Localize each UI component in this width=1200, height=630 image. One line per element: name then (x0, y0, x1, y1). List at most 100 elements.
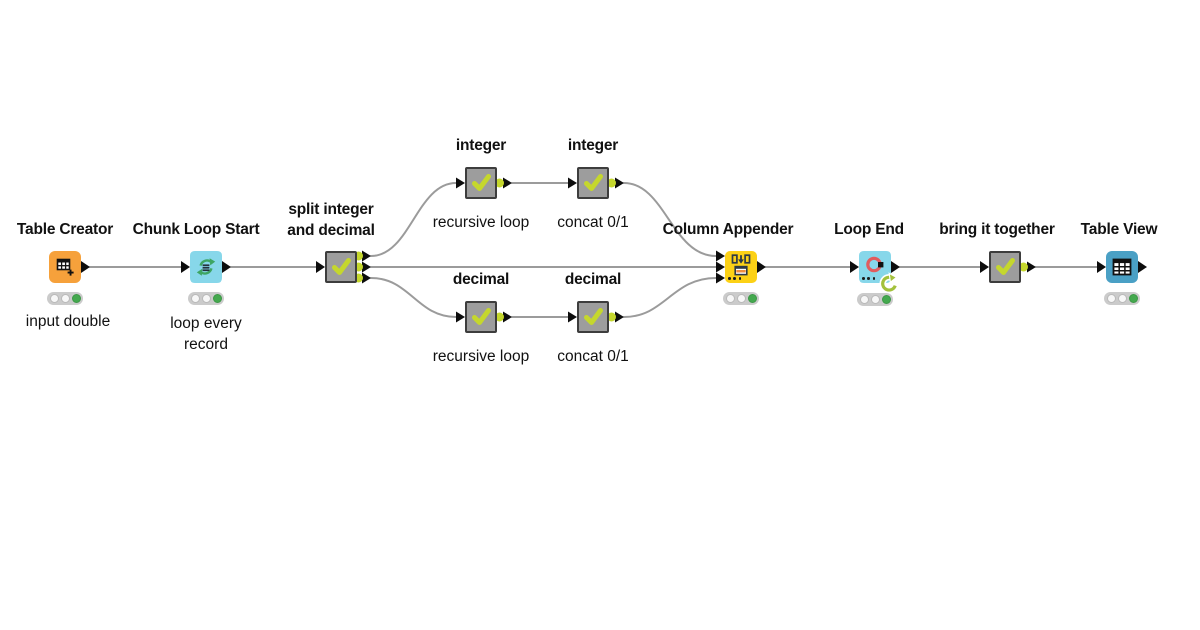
node-decimal-recursive-loop[interactable] (465, 301, 497, 333)
out-port-split-1[interactable] (362, 250, 371, 262)
loop-arrows-icon (190, 251, 222, 283)
node-comment[interactable]: input double (25, 313, 111, 330)
node-title[interactable]: Chunk Loop Start (132, 221, 260, 238)
node-status-traffic-light (47, 292, 83, 305)
status-green (881, 295, 891, 304)
out-port-dec-concat[interactable] (615, 311, 624, 323)
loop-stop-icon (859, 251, 891, 283)
wire-split-int-recursive[interactable] (370, 182, 457, 257)
wire-dec-concat-columnappender[interactable] (623, 277, 717, 318)
more-ports-dots (862, 277, 876, 280)
check-icon (989, 251, 1021, 283)
out-port-chunk-loop[interactable] (222, 261, 231, 273)
component-port-dot (495, 178, 504, 188)
in-port-loop-end[interactable] (850, 261, 859, 273)
in-port-dec-recursive[interactable] (456, 311, 465, 323)
component-port-dot (1019, 262, 1028, 272)
in-port-int-recursive[interactable] (456, 177, 465, 189)
check-icon (577, 301, 609, 333)
status-red (725, 294, 735, 303)
node-comment[interactable]: concat 0/1 (557, 348, 629, 365)
status-green (1128, 294, 1138, 303)
check-icon (577, 167, 609, 199)
in-port-column-appender-2[interactable] (716, 261, 725, 273)
check-icon (465, 167, 497, 199)
in-port-int-concat[interactable] (568, 177, 577, 189)
node-comment[interactable]: recursive loop (432, 348, 530, 365)
out-port-int-recursive[interactable] (503, 177, 512, 189)
check-icon (325, 251, 357, 283)
node-column-appender[interactable] (725, 251, 757, 283)
in-port-chunk-loop[interactable] (181, 261, 190, 273)
status-yellow (1117, 294, 1127, 303)
in-port-column-appender-3[interactable] (716, 272, 725, 284)
node-title[interactable]: bring it together (939, 221, 1055, 238)
out-port-bring-together[interactable] (1027, 261, 1036, 273)
node-title[interactable]: Table View (1080, 221, 1158, 238)
status-yellow (870, 295, 880, 304)
status-yellow (60, 294, 70, 303)
component-port-dot (607, 312, 616, 322)
status-green (747, 294, 757, 303)
in-port-column-appender-1[interactable] (716, 250, 725, 262)
out-port-split-3[interactable] (362, 272, 371, 284)
node-body[interactable] (325, 251, 357, 283)
component-port-dot (495, 312, 504, 322)
node-title[interactable]: decimal (564, 271, 622, 288)
node-chunk-loop-start[interactable] (190, 251, 228, 283)
node-title[interactable]: Table Creator (16, 221, 114, 238)
status-green (71, 294, 81, 303)
comment-line: record (184, 336, 228, 353)
node-bring-it-together[interactable] (989, 251, 1021, 283)
node-loop-end[interactable] (853, 251, 899, 294)
component-port-dot (607, 178, 616, 188)
status-red (1106, 294, 1116, 303)
node-integer-concat[interactable] (577, 167, 609, 199)
node-comment[interactable]: concat 0/1 (557, 214, 629, 231)
more-ports-dots (728, 277, 742, 280)
node-title[interactable]: Column Appender (662, 221, 794, 238)
node-title[interactable]: integer (567, 137, 619, 154)
table-grid-icon (1106, 251, 1138, 283)
node-split-integer-decimal[interactable] (325, 251, 357, 283)
node-title[interactable]: Loop End (834, 221, 904, 238)
out-port-split-2[interactable] (362, 261, 371, 273)
in-port-dec-concat[interactable] (568, 311, 577, 323)
check-icon (465, 301, 497, 333)
loop-refresh-icon (876, 272, 900, 296)
in-port-table-view[interactable] (1097, 261, 1106, 273)
out-port-table-creator[interactable] (81, 261, 90, 273)
status-green (212, 294, 222, 303)
out-port-dec-recursive[interactable] (503, 311, 512, 323)
loop-end-body[interactable] (853, 251, 891, 283)
status-yellow (736, 294, 746, 303)
wire-split-dec-recursive[interactable] (370, 277, 457, 318)
node-status-traffic-light (723, 292, 759, 305)
out-port-int-concat[interactable] (615, 177, 624, 189)
node-status-traffic-light (1104, 292, 1140, 305)
node-body[interactable] (465, 167, 497, 199)
append-columns-icon (725, 251, 757, 283)
node-decimal-concat[interactable] (577, 301, 609, 333)
out-port-table-view[interactable] (1138, 261, 1147, 273)
node-table-creator[interactable] (49, 251, 81, 283)
in-port-bring-together[interactable] (980, 261, 989, 273)
out-port-loop-end[interactable] (891, 261, 900, 273)
wire-int-concat-columnappender[interactable] (623, 182, 717, 257)
table-create-icon (49, 251, 81, 283)
in-port-split[interactable] (316, 261, 325, 273)
node-title[interactable]: integer (455, 137, 507, 154)
node-title[interactable]: decimal (452, 271, 510, 288)
node-integer-recursive-loop[interactable] (465, 167, 497, 199)
node-table-view[interactable] (1106, 251, 1138, 283)
node-comment[interactable]: recursive loop (432, 214, 530, 231)
out-port-column-appender[interactable] (757, 261, 766, 273)
node-status-traffic-light (188, 292, 224, 305)
title-line: split integer (288, 201, 374, 218)
status-red (49, 294, 59, 303)
status-red (859, 295, 869, 304)
